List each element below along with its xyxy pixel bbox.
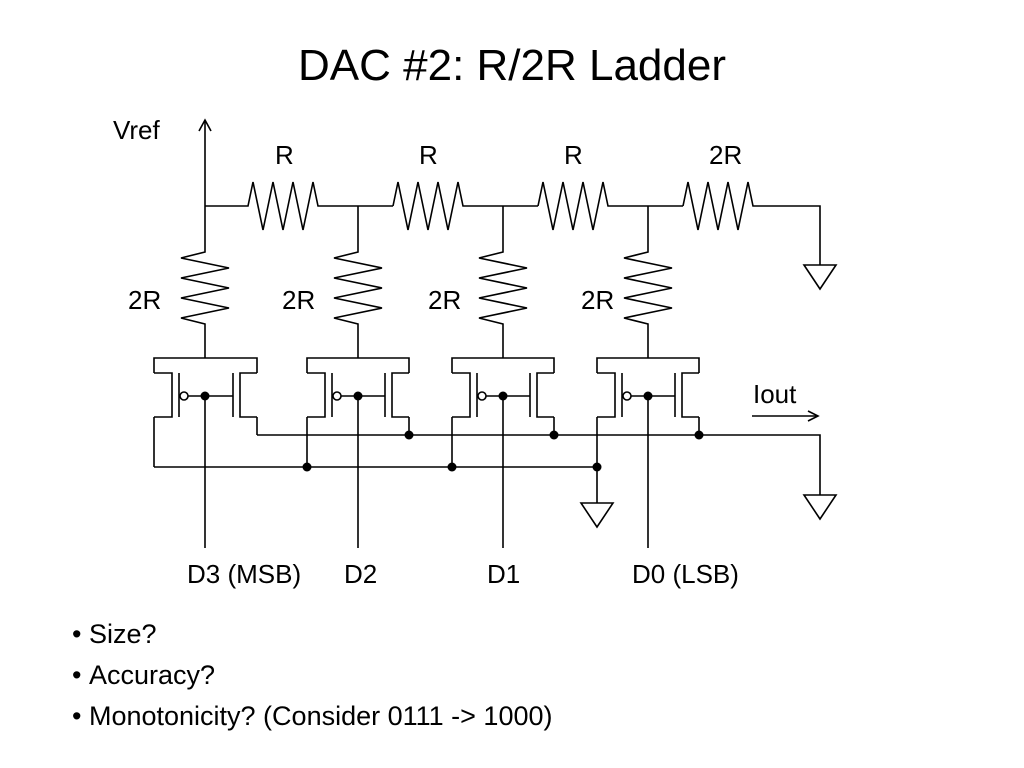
digital-input-label-d2: D2 bbox=[344, 559, 377, 589]
shunt-resistor-label-4: 2R bbox=[581, 285, 614, 315]
series-resistor-2 bbox=[392, 181, 538, 231]
switch-pair-2 bbox=[306, 357, 410, 548]
series-resistor-3 bbox=[537, 181, 683, 231]
digital-input-label-d0: D0 (LSB) bbox=[632, 559, 739, 589]
series-resistor-label-2: R bbox=[419, 140, 438, 170]
switch-pair-3 bbox=[451, 357, 555, 548]
ground-bus bbox=[154, 462, 615, 529]
iout-bus bbox=[257, 430, 838, 521]
series-resistor-4 bbox=[682, 181, 821, 265]
r2r-ladder-schematic: Vref R R R 2R 2R 2R 2R 2R bbox=[113, 115, 838, 589]
switch-pair-1 bbox=[153, 357, 258, 548]
ground-icon bbox=[802, 264, 838, 291]
iout-arrow-icon bbox=[752, 410, 820, 422]
bullet-item: Monotonicity? (Consider 0111 -> 1000) bbox=[72, 696, 553, 737]
shunt-resistor-1 bbox=[180, 206, 230, 358]
shunt-resistor-label-2: 2R bbox=[282, 285, 315, 315]
vref-rail bbox=[198, 118, 212, 206]
series-resistor-label-4: 2R bbox=[709, 140, 742, 170]
bullet-item: Size? bbox=[72, 614, 552, 655]
slide-title: DAC #2: R/2R Ladder bbox=[298, 41, 726, 90]
digital-input-label-d1: D1 bbox=[487, 559, 520, 589]
iout-label: Iout bbox=[753, 379, 797, 409]
series-ladder bbox=[205, 181, 821, 265]
switch-pair-4 bbox=[596, 357, 700, 548]
series-resistor-label-1: R bbox=[275, 140, 294, 170]
bullet-list: Size? Accuracy? Monotonicity? (Consider … bbox=[72, 614, 553, 737]
shunt-resistor-4 bbox=[623, 206, 673, 358]
shunt-resistor-2 bbox=[333, 206, 383, 358]
digital-input-label-d3: D3 (MSB) bbox=[187, 559, 301, 589]
series-resistor-label-3: R bbox=[564, 140, 583, 170]
vref-label: Vref bbox=[113, 115, 160, 145]
shunt-resistor-label-3: 2R bbox=[428, 285, 461, 315]
shunt-resistor-3 bbox=[478, 206, 528, 358]
bullet-item: Accuracy? bbox=[72, 655, 552, 696]
series-resistor-1 bbox=[205, 181, 393, 231]
shunt-resistor-label-1: 2R bbox=[128, 285, 161, 315]
